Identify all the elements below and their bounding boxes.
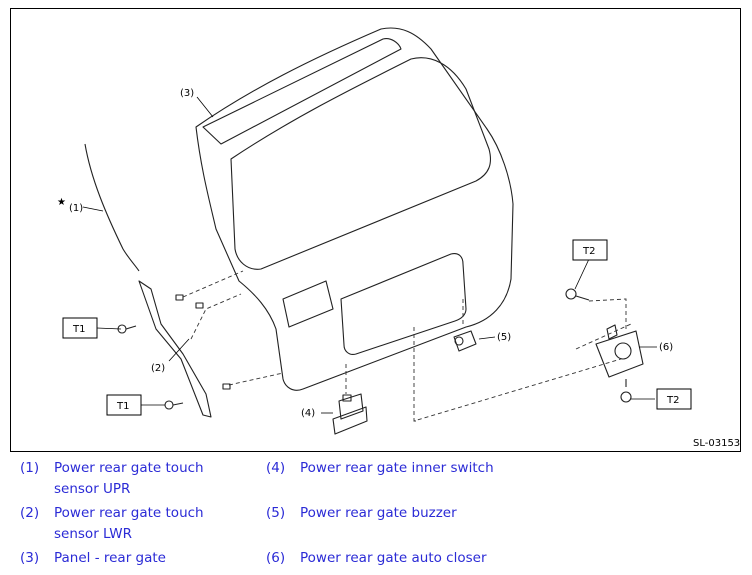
- legend-text: Power rear gate buzzer: [300, 505, 457, 521]
- lower-recess: [282, 280, 334, 328]
- legend-text: Power rear gate touch sensor UPR: [54, 460, 204, 497]
- rear-gate-panel: [195, 27, 514, 391]
- callout-5: (5): [497, 332, 511, 343]
- auto-closer: [595, 324, 644, 378]
- inner-switch: [332, 393, 368, 435]
- buzzer: [453, 330, 477, 352]
- legend-number: (5): [266, 505, 286, 521]
- parts-diagram: (1) ★ (2) (3) (4) (5) (6) T1 T1 T2 T2 SL…: [10, 8, 741, 452]
- license-plate-recess: [340, 253, 467, 355]
- leader-5: [478, 336, 496, 340]
- svg-text:T1: T1: [72, 324, 85, 335]
- rear-gate-window-opening: [230, 57, 492, 270]
- install-line: [413, 298, 632, 422]
- install-line: [190, 293, 242, 340]
- legend-text: Power rear gate inner switch: [300, 460, 494, 476]
- callout-2: (2): [151, 363, 165, 374]
- touch-sensor-upr: [84, 143, 140, 272]
- callout-3: (3): [180, 88, 194, 99]
- torque-box-t2-upper: T2: [572, 239, 608, 261]
- legend-text: Panel - rear gate: [54, 550, 166, 566]
- legend-text: Power rear gate touch sensor LWR: [54, 505, 204, 542]
- bolt-t2-lower: [620, 379, 632, 403]
- callout-6: (6): [659, 342, 673, 353]
- diagram-canvas: (1) ★ (2) (3) (4) (5) (6) T1 T1 T2 T2 SL…: [57, 27, 740, 449]
- callout-4: (4): [301, 408, 315, 419]
- legend-number: (1): [20, 460, 40, 476]
- svg-text:T2: T2: [666, 395, 679, 406]
- svg-text:T1: T1: [116, 401, 129, 412]
- leader-t2-upper: [574, 258, 590, 290]
- install-line: [228, 372, 284, 386]
- clip: [222, 383, 231, 390]
- bolt-t2-upper: [565, 288, 590, 301]
- bolt-t1-lower: [164, 400, 184, 410]
- legend-number: (2): [20, 505, 40, 521]
- clip: [175, 294, 184, 301]
- legend-number: (6): [266, 550, 286, 566]
- svg-text:T2: T2: [582, 246, 595, 257]
- legend-number: (3): [20, 550, 40, 566]
- touch-sensor-lwr: [138, 280, 212, 418]
- clip: [195, 302, 204, 309]
- leader-1: [82, 206, 104, 212]
- legend-number: (4): [266, 460, 286, 476]
- legend: (1) Power rear gate touch sensor UPR (2)…: [0, 456, 752, 575]
- rear-gate-spoiler: [202, 38, 402, 145]
- torque-box-t2-lower: T2: [656, 388, 692, 410]
- torque-box-t1-upper: T1: [62, 317, 98, 339]
- legend-text: Power rear gate auto closer: [300, 550, 487, 566]
- star-mark-icon: ★: [57, 197, 66, 208]
- callout-1: (1): [69, 203, 83, 214]
- leader-2: [168, 338, 190, 362]
- install-line: [182, 270, 244, 298]
- leader-3: [196, 96, 214, 118]
- figure-code: SL-03153: [693, 438, 740, 449]
- leader-t1-upper: [96, 327, 122, 330]
- torque-box-t1-lower: T1: [106, 394, 142, 416]
